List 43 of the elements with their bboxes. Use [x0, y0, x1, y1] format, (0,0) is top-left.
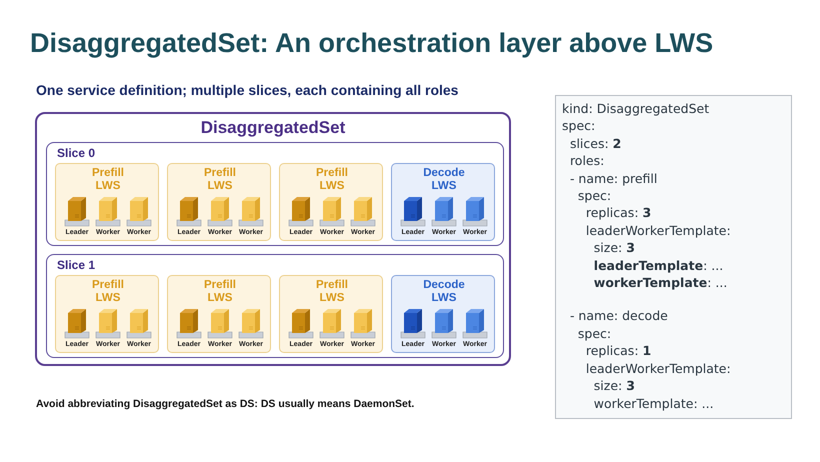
group-title: Decode LWS	[422, 279, 466, 304]
group-box	[55, 163, 159, 241]
code-line: workerTemplate: ...	[592, 274, 728, 292]
code-line: leaderTemplate: ...	[592, 256, 724, 274]
code-line: replicas: 3	[584, 204, 652, 222]
code-line: leaderWorkerTemplate:	[584, 360, 732, 378]
code-line: spec:	[576, 324, 612, 342]
code-line: slices: 2	[568, 134, 622, 152]
code-line: spec:	[562, 117, 596, 135]
group-box	[279, 275, 383, 353]
code-line: spec:	[576, 187, 612, 204]
group-title: Prefill LWS	[203, 279, 237, 304]
container-title: Slice 0	[57, 146, 96, 160]
group-box	[391, 163, 495, 241]
code-line: workerTemplate: ...	[592, 394, 715, 412]
container-box	[35, 112, 511, 366]
note-text: Avoid abbreviating DisaggregatedSet as DS: DS usually means DaemonSet.	[36, 398, 414, 410]
group-box	[391, 275, 495, 353]
container-box	[46, 142, 504, 246]
code-line: replicas: 1	[584, 342, 652, 360]
code-panel	[555, 95, 792, 419]
slide-title: DisaggregatedSet: An orchestration layer above LWS	[30, 28, 714, 59]
group-title: Prefill LWS	[91, 167, 125, 192]
subtitle: One service definition; multiple slices, each containing all roles	[36, 82, 458, 98]
group-title: Prefill LWS	[315, 279, 349, 304]
code-line: kind: DisaggregatedSet	[562, 100, 710, 118]
code-line: - name: prefill	[568, 170, 658, 188]
code-line: roles:	[568, 152, 606, 170]
code-line: leaderWorkerTemplate:	[584, 222, 732, 240]
group-box	[55, 275, 159, 353]
group-title: Prefill LWS	[91, 279, 125, 304]
code-line: - name: decode	[568, 307, 669, 325]
group-box	[167, 275, 271, 353]
code-line: size: 3	[592, 239, 636, 257]
container-title: DisaggregatedSet	[200, 118, 346, 138]
group-title: Prefill LWS	[315, 167, 349, 192]
group-title: Decode LWS	[422, 167, 466, 192]
group-title: Prefill LWS	[203, 167, 237, 192]
group-box	[167, 163, 271, 241]
container-box	[46, 254, 504, 358]
container-title: Slice 1	[57, 258, 96, 272]
code-line: size: 3	[592, 377, 636, 394]
group-box	[279, 163, 383, 241]
